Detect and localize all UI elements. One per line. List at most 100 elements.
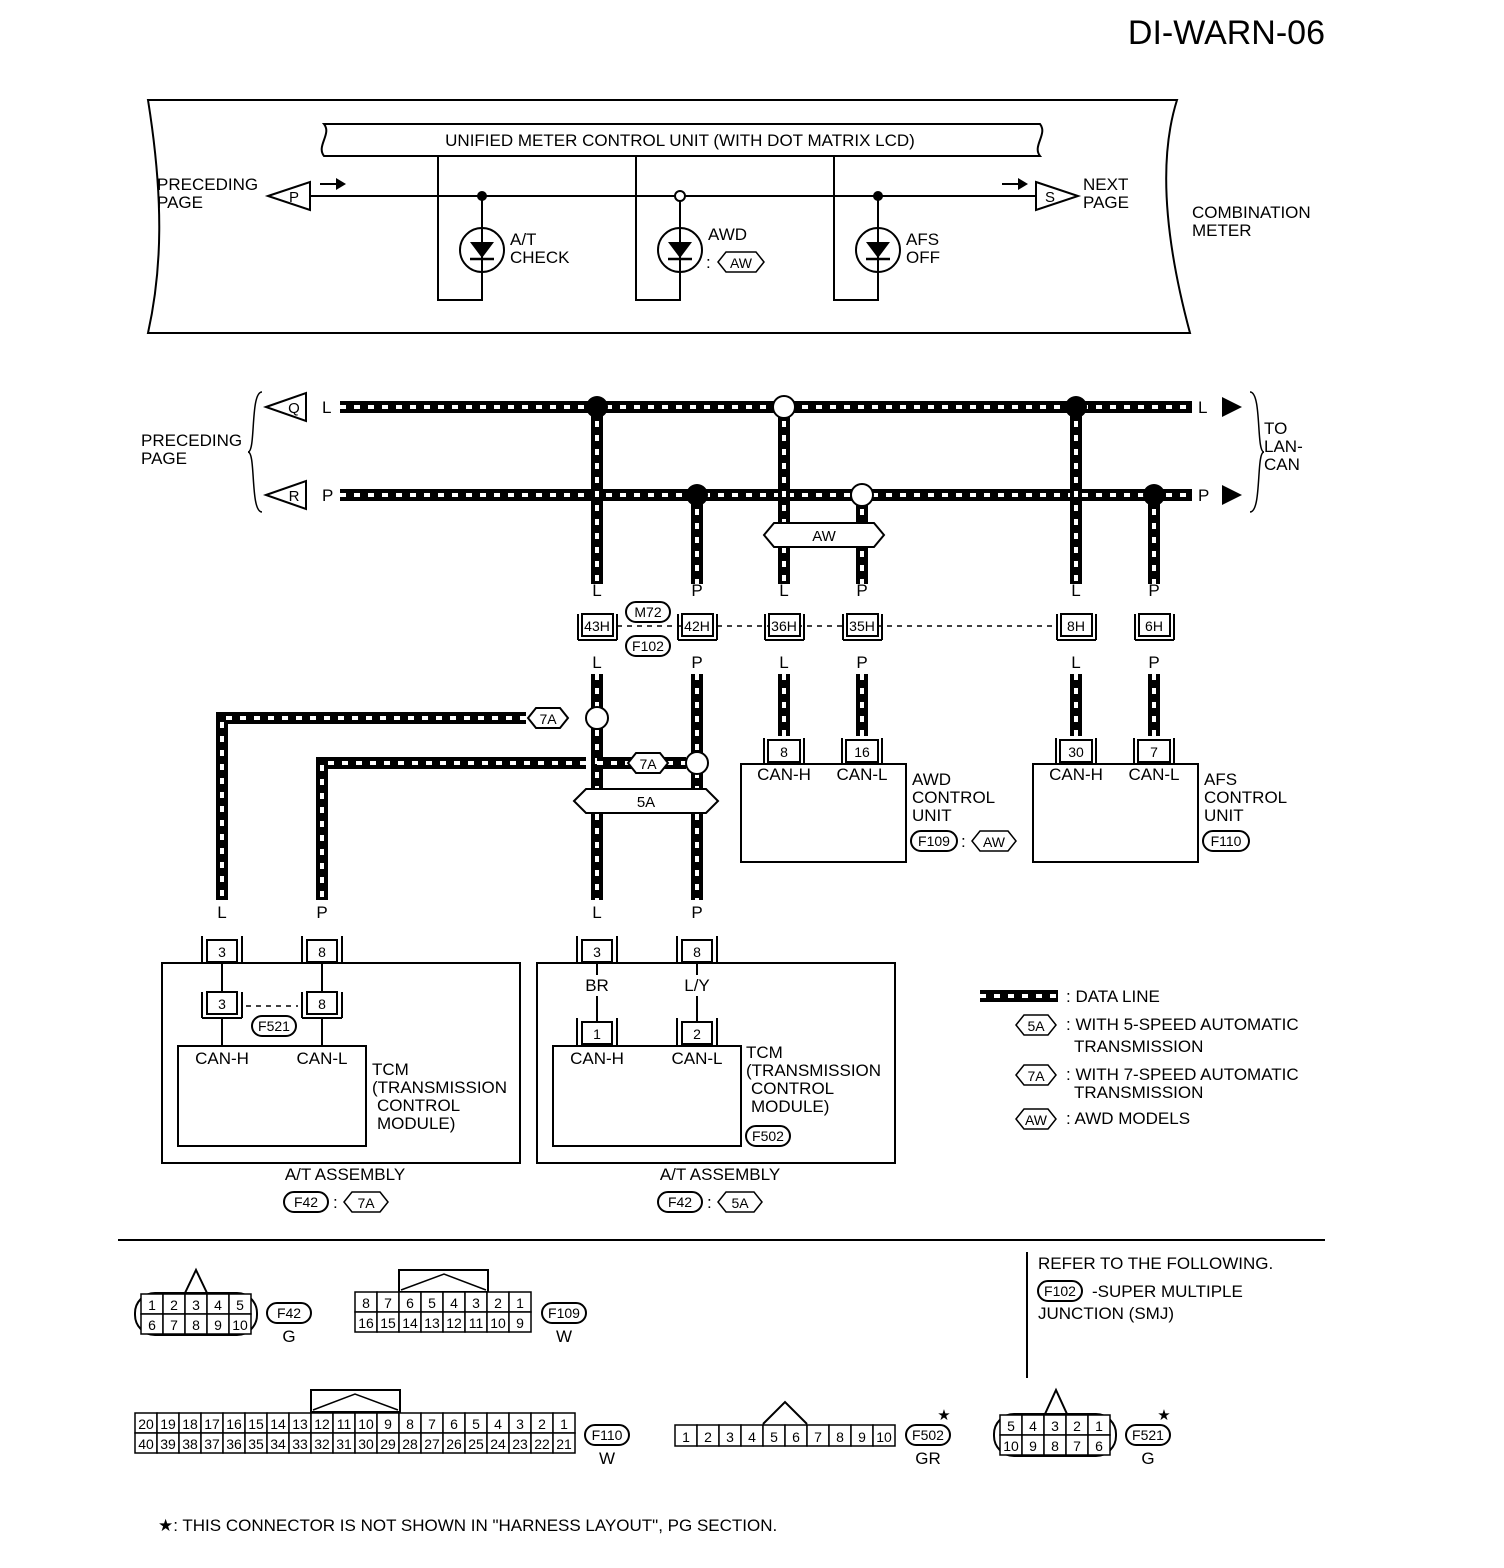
- next-page-label: NEXT: [1083, 175, 1128, 194]
- f42-7a-connector-tag: [283, 1191, 329, 1213]
- splice-l-2: [772, 395, 796, 419]
- awd-unit-name-3: UNIT: [912, 806, 952, 825]
- pin-number: 10: [358, 1416, 374, 1432]
- legend-aw-symbol: AW: [1025, 1112, 1048, 1128]
- pin-number: 1: [682, 1429, 690, 1445]
- at-assembly-5a-label: A/T ASSEMBLY: [660, 1165, 780, 1184]
- tcm-branches: 7A 7A 5A: [526, 706, 720, 814]
- pin-number: 3: [726, 1429, 734, 1445]
- f42-7a-colon: :: [333, 1193, 338, 1212]
- pin-number: 9: [214, 1317, 222, 1333]
- wire-color-label: L: [1071, 581, 1080, 600]
- connector-f521-star: ★: [1157, 1407, 1170, 1424]
- smj-terminal-43h: 43H: [577, 613, 618, 641]
- smj-terminal-6h: 6H: [1134, 613, 1175, 641]
- f110-connector-tag: [1202, 830, 1250, 852]
- pin-number: 6: [450, 1416, 458, 1432]
- pin-number: 20: [138, 1416, 154, 1432]
- f42-label: F42: [294, 1194, 318, 1210]
- pin-number: 19: [160, 1416, 176, 1432]
- connector-f110-id: F110: [592, 1427, 623, 1443]
- pin-number: 14: [402, 1315, 418, 1331]
- f42-5a-colon: :: [707, 1193, 712, 1212]
- legend-7a-text: : WITH 7-SPEED AUTOMATIC: [1066, 1065, 1299, 1084]
- meter-unit-banner: [320, 123, 1044, 157]
- pin-number: 12: [314, 1416, 330, 1432]
- tcm-5a-box: [552, 1045, 742, 1147]
- meter-outline: [146, 99, 1192, 334]
- next-page-label-2: PAGE: [1083, 193, 1129, 212]
- f42-5a-connector-tag: [657, 1191, 703, 1213]
- pin-number: 28: [402, 1436, 418, 1452]
- awd-unit-box: [740, 763, 907, 863]
- awd-lamp-label: AWD: [708, 225, 747, 244]
- pin-number: 39: [160, 1436, 176, 1452]
- pin-number: 1: [1095, 1418, 1103, 1434]
- preceding-page-label-2: PAGE: [157, 193, 203, 212]
- connector-f521-id: F521: [1132, 1427, 1164, 1443]
- pin-number: 1: [593, 1026, 601, 1042]
- connector-s-label: S: [1045, 189, 1055, 206]
- pin-number: 8: [1051, 1438, 1059, 1454]
- connector-q-label: Q: [288, 400, 300, 417]
- awd-variant-tag: AW: [730, 255, 753, 271]
- refer-line-1: REFER TO THE FOLLOWING.: [1038, 1254, 1273, 1273]
- terminal-label: 8H: [1067, 618, 1085, 634]
- wire-color-label: P: [691, 653, 702, 672]
- pin-number: 3: [218, 944, 226, 960]
- smj-terminal-35h: 35H: [842, 613, 883, 641]
- combination-meter-label-2: METER: [1192, 221, 1252, 240]
- pin-number: 34: [270, 1436, 286, 1452]
- pin-number: 9: [858, 1429, 866, 1445]
- tcm-7a-box: [177, 1045, 367, 1147]
- pin-number: 3: [192, 1297, 200, 1313]
- pin-number: 10: [490, 1315, 506, 1331]
- pin-number: 2: [704, 1429, 712, 1445]
- tcm-7a-name: TCM: [372, 1060, 409, 1079]
- f521-connector-tag: [251, 1015, 297, 1037]
- meter-unit-label: UNIFIED METER CONTROL UNIT (WITH DOT MAT…: [445, 131, 915, 150]
- wire-color-label: P: [856, 653, 867, 672]
- wire-color-label: L: [1071, 653, 1080, 672]
- tag-7a-p-label: 7A: [639, 756, 657, 772]
- can-preceding-label: PRECEDING: [141, 431, 242, 450]
- connector-r-label: R: [289, 488, 300, 505]
- wire-l-label: L: [322, 398, 331, 417]
- pin-number: 9: [516, 1315, 524, 1331]
- pin-number: 15: [380, 1315, 396, 1331]
- pin-number: 11: [337, 1416, 352, 1432]
- connector-f109-id: F109: [548, 1305, 580, 1321]
- connector-q-symbol: [262, 391, 307, 423]
- to-lan-brace: [1249, 391, 1265, 513]
- legend-5a-text: : WITH 5-SPEED AUTOMATIC: [1066, 1015, 1299, 1034]
- legend-7a-text-2: TRANSMISSION: [1074, 1083, 1203, 1102]
- pin-number: 8: [693, 944, 701, 960]
- can-preceding-label-2: PAGE: [141, 449, 187, 468]
- wire-color-label: L: [592, 581, 601, 600]
- f102-label: F102: [632, 638, 664, 654]
- connector-p-label: P: [289, 189, 299, 206]
- pin-label: CAN-H: [195, 1049, 249, 1068]
- splice-l-3: [1065, 396, 1087, 418]
- f42-7a-variant: 7A: [357, 1195, 375, 1211]
- pin-number: 4: [450, 1295, 458, 1311]
- pin-number: 36: [226, 1436, 242, 1452]
- pin-number: 8: [362, 1295, 370, 1311]
- pin-number: 9: [1029, 1438, 1037, 1454]
- awd-variant-tag: AW: [983, 834, 1006, 850]
- to-lan-label: TO: [1264, 419, 1287, 438]
- tcm-5a-name-4: MODULE): [751, 1097, 829, 1116]
- pin-number: 26: [446, 1436, 462, 1452]
- to-lan-label-3: CAN: [1264, 455, 1300, 474]
- wire-color-label: P: [316, 903, 327, 922]
- pin-number: 30: [358, 1436, 374, 1452]
- pin-number: 2: [170, 1297, 178, 1313]
- pin-number: 3: [516, 1416, 524, 1432]
- pin-number: 18: [182, 1416, 198, 1432]
- pin-number: 33: [292, 1436, 308, 1452]
- pin-number: 2: [693, 1026, 701, 1042]
- aw-band: [762, 522, 886, 548]
